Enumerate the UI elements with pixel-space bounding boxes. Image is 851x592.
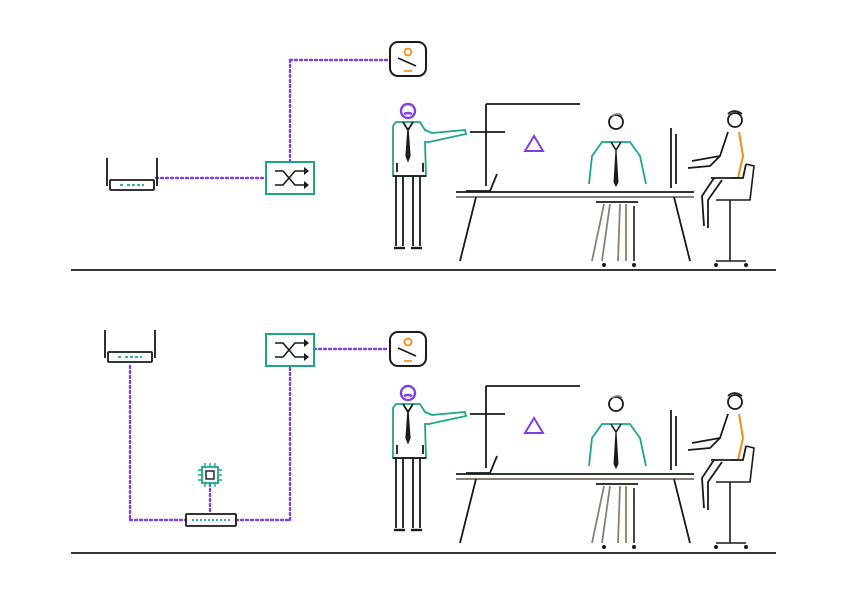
camera-device-icon [389,41,427,77]
wireless-access-point-icon [106,157,158,191]
network-switch-icon [265,161,315,195]
meeting-room-bottom [391,384,756,551]
meeting-room-top [391,102,756,269]
network-switch-icon [265,333,315,367]
camera-device-icon [389,331,427,367]
edge-router-icon [185,513,237,527]
network-links [154,58,390,180]
network-links [128,347,390,522]
wireless-access-point-icon [104,329,156,363]
edge-compute-chip-icon [198,463,222,487]
scene-top [71,41,776,271]
scene-bottom [71,329,776,554]
